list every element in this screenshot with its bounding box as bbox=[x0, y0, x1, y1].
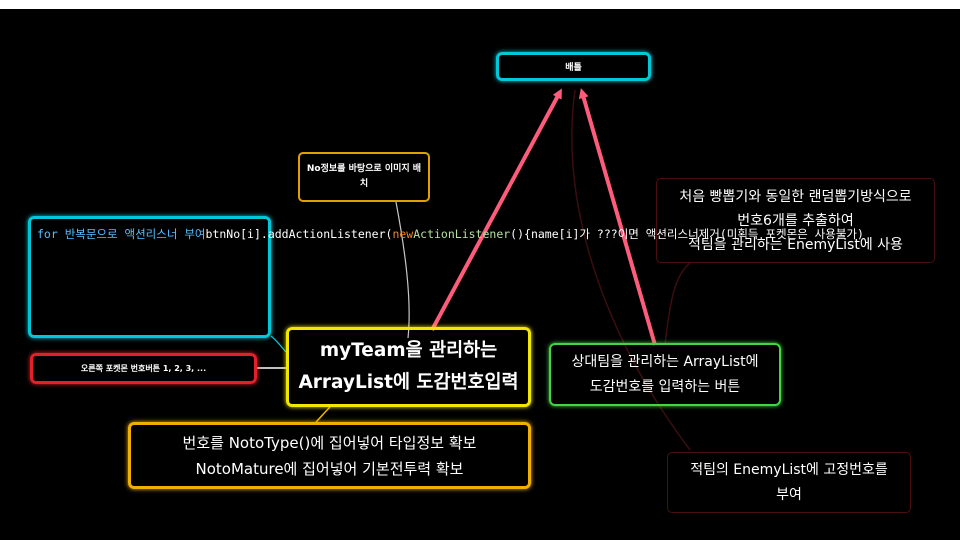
connector-image-note bbox=[395, 201, 410, 339]
code-line: ActionListener(){ bbox=[413, 224, 531, 245]
arrow-enemy-to-battle bbox=[578, 88, 657, 346]
code-token: for 반복문으로 액션리스너 부여 bbox=[37, 227, 206, 241]
type-info-node: 번호를 NotoType()에 집어넣어 타입정보 확보 NotoMature에… bbox=[128, 422, 531, 489]
image-placement-node: No정보를 바탕으로 이미지 배 치 bbox=[298, 152, 430, 202]
arrow-myteam-to-battle bbox=[430, 88, 562, 331]
battle-node: 배틀 bbox=[496, 52, 651, 81]
code-token: new bbox=[392, 227, 414, 241]
code-line: name[i]가 ???이면 액션리스너제거 bbox=[531, 224, 720, 245]
random-draw-node: 처음 빵뽑기와 동일한 랜덤뽑기방식으로 번호6개를 추출하여 적팀을 관리하는… bbox=[656, 178, 935, 263]
enemy-arraylist-button-node: 상대팀을 관리하는 ArrayList에 도감번호를 입력하는 버튼 bbox=[549, 343, 781, 406]
connector-random-note bbox=[664, 262, 691, 346]
code-token: (){ bbox=[510, 227, 531, 241]
code-token: ActionListener bbox=[413, 227, 511, 241]
pokemon-number-button-node: 오른쪽 포켓몬 번호버튼 1, 2, 3, ... bbox=[30, 353, 257, 384]
connector-bottom-box bbox=[315, 406, 331, 423]
code-token: name[i]가 ???이면 액션리스너제거 bbox=[530, 227, 720, 241]
mindmap-canvas bbox=[0, 9, 960, 540]
code-token: (미획득 포켓몬은 사용불가) bbox=[719, 227, 864, 241]
fixed-number-node: 적팀의 EnemyList에 고정번호를 부여 bbox=[667, 452, 911, 513]
connector-code-box bbox=[270, 335, 287, 353]
code-line: (미획득 포켓몬은 사용불가) bbox=[720, 224, 864, 245]
code-token: btnNo[i].addActionListener( bbox=[205, 227, 393, 241]
code-line: for 반복문으로 액션리스너 부여 bbox=[37, 224, 206, 245]
connector-dark-curve bbox=[571, 89, 691, 451]
code-line: btnNo[i].addActionListener(new bbox=[206, 224, 414, 245]
myteam-arraylist-node: myTeam을 관리하는 ArrayList에 도감번호입력 bbox=[286, 327, 531, 407]
